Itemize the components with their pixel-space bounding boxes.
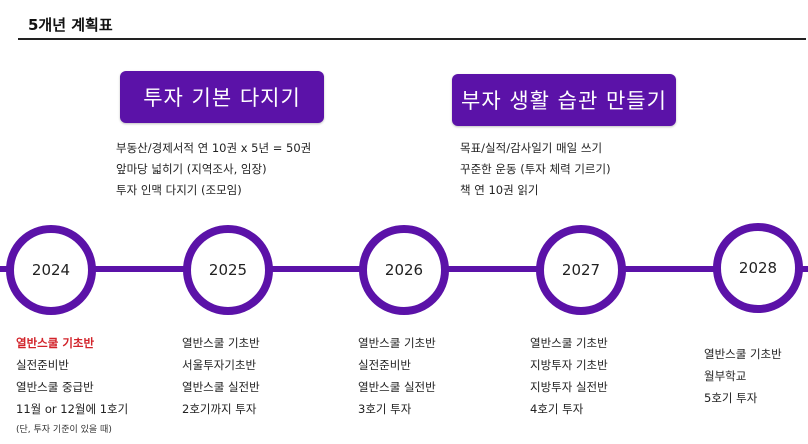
plan-item: 2호기까지 투자	[182, 402, 257, 416]
plan-item: 실전준비반	[358, 358, 411, 372]
goal-list-investment-basics: 부동산/경제서적 연 10권 x 5년 = 50권 앞마당 넓히기 (지역조사,…	[116, 138, 311, 201]
plan-item: 열반스쿨 실전반	[182, 380, 260, 394]
plan-item: 열반스쿨 중급반	[16, 380, 94, 394]
year-plan-2028: 열반스쿨 기초반 월부학교 5호기 투자	[704, 343, 782, 409]
plan-item-highlight: 열반스쿨 기초반	[16, 336, 95, 350]
page-title: 5개년 계획표	[28, 16, 113, 34]
plan-item: 열반스쿨 실전반	[358, 380, 436, 394]
plan-item: 11월 or 12월에 1호기	[16, 402, 129, 416]
year-plan-2026: 열반스쿨 기초반 실전준비반 열반스쿨 실전반 3호기 투자	[358, 332, 436, 420]
year-circle-2028: 2028	[713, 223, 803, 313]
year-plan-2027: 열반스쿨 기초반 지방투자 기초반 지방투자 실전반 4호기 투자	[530, 332, 608, 420]
plan-note: (단, 투자 기준이 있을 때)	[16, 425, 112, 435]
goal-box-rich-habits: 부자 생활 습관 만들기	[452, 74, 676, 126]
plan-item: 5호기 투자	[704, 391, 758, 405]
year-label: 2025	[208, 261, 248, 279]
plan-item: 열반스쿨 기초반	[182, 336, 260, 350]
plan-item: 열반스쿨 기초반	[358, 336, 436, 350]
year-circle-2026: 2026	[359, 225, 449, 315]
goal-box-investment-basics: 투자 기본 다지기	[120, 71, 324, 123]
year-label: 2026	[384, 261, 424, 279]
goal-item: 책 연 10권 읽기	[460, 183, 539, 197]
year-circle-2027: 2027	[536, 225, 626, 315]
year-plan-2024: 열반스쿨 기초반 실전준비반 열반스쿨 중급반 11월 or 12월에 1호기 …	[16, 332, 128, 440]
goal-item: 목표/실적/감사일기 매일 쓰기	[460, 141, 603, 155]
goal-item: 꾸준한 운동 (투자 체력 기르기)	[460, 162, 611, 176]
goal-item: 부동산/경제서적 연 10권 x 5년 = 50권	[116, 141, 312, 155]
year-circle-2025: 2025	[183, 225, 273, 315]
plan-item: 3호기 투자	[358, 402, 412, 416]
plan-item: 실전준비반	[16, 358, 69, 372]
year-plan-2025: 열반스쿨 기초반 서울투자기초반 열반스쿨 실전반 2호기까지 투자	[182, 332, 260, 420]
year-label: 2027	[561, 261, 601, 279]
goal-label: 부자 생활 습관 만들기	[461, 89, 667, 113]
plan-item: 열반스쿨 기초반	[530, 336, 608, 350]
plan-item: 지방투자 실전반	[530, 380, 608, 394]
title-divider	[18, 38, 806, 40]
year-label: 2028	[738, 259, 778, 277]
plan-item: 열반스쿨 기초반	[704, 347, 782, 361]
goal-label: 투자 기본 다지기	[143, 86, 301, 110]
year-circle-2024: 2024	[6, 225, 96, 315]
goal-list-rich-habits: 목표/실적/감사일기 매일 쓰기 꾸준한 운동 (투자 체력 기르기) 책 연 …	[460, 138, 611, 201]
year-label: 2024	[31, 261, 71, 279]
plan-item: 4호기 투자	[530, 402, 584, 416]
goal-item: 투자 인맥 다지기 (조모임)	[116, 183, 242, 197]
plan-item: 서울투자기초반	[182, 358, 257, 372]
plan-item: 지방투자 기초반	[530, 358, 608, 372]
plan-item: 월부학교	[704, 369, 747, 383]
goal-item: 앞마당 넓히기 (지역조사, 임장)	[116, 162, 267, 176]
